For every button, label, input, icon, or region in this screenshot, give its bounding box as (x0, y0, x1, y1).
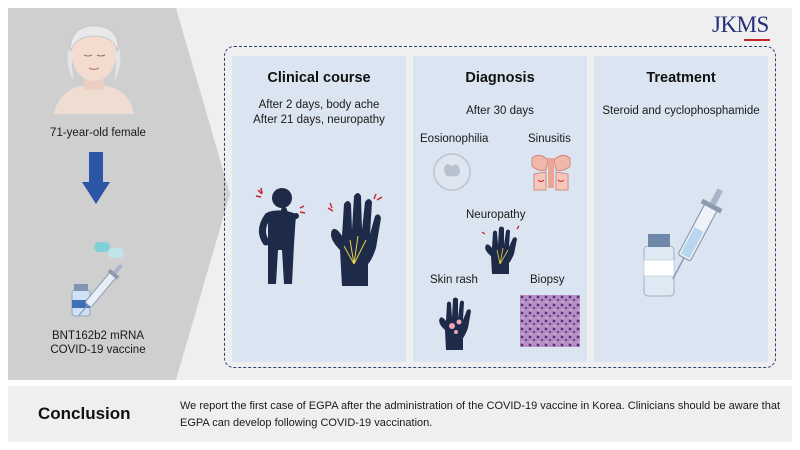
sinusitis-label: Sinusitis (528, 133, 571, 145)
neuropathy-hand-icon (481, 225, 520, 274)
clinical-course-title: Clinical course (267, 70, 371, 86)
down-arrow-icon (82, 152, 110, 204)
clinical-course-line1: After 2 days, body ache (258, 99, 380, 111)
journal-logo-text: JKMS (712, 12, 769, 37)
treatment-text: Steroid and cyclophosphamide (602, 105, 760, 117)
hand-neuropathy-icon (327, 193, 383, 286)
diagnosis-title: Diagnosis (465, 70, 535, 86)
conclusion-text: We report the first case of EGPA after t… (180, 400, 780, 429)
conclusion-bar: Conclusion We report the first case of E… (8, 386, 792, 442)
vaccine-label-line2: COVID-19 vaccine (50, 344, 146, 356)
neuropathy-label: Neuropathy (466, 209, 526, 221)
syringe-vial-illustration (643, 188, 723, 297)
journal-logo: JKMS (712, 12, 770, 41)
sinus-icon (531, 154, 571, 191)
vaccine-illustration (71, 242, 124, 317)
patient-label: 71-year-old female (50, 127, 146, 139)
dashed-container (224, 46, 776, 368)
patient-illustration (54, 25, 134, 114)
conclusion-title: Conclusion (38, 404, 131, 423)
logo-accent-rule (744, 39, 770, 41)
body-ache-figure-icon (255, 187, 306, 284)
vaccine-label-line1: BNT162b2 mRNA (51, 330, 145, 342)
eosinophil-cell-icon (433, 153, 471, 191)
skin-rash-hand-icon (439, 297, 471, 350)
skin-rash-label: Skin rash (430, 274, 478, 286)
eosinophilia-label: Eosionophilia (420, 133, 489, 145)
diagnosis-subtitle: After 30 days (466, 105, 534, 117)
clinical-course-line2: After 21 days, neuropathy (253, 114, 385, 126)
clinical-course-panel: Clinical course After 2 days, body ache … (232, 56, 406, 362)
treatment-title: Treatment (646, 70, 716, 86)
biopsy-histology-image (520, 295, 580, 347)
biopsy-label: Biopsy (530, 274, 565, 286)
treatment-panel: Treatment Steroid and cyclophosphamide (594, 56, 768, 362)
